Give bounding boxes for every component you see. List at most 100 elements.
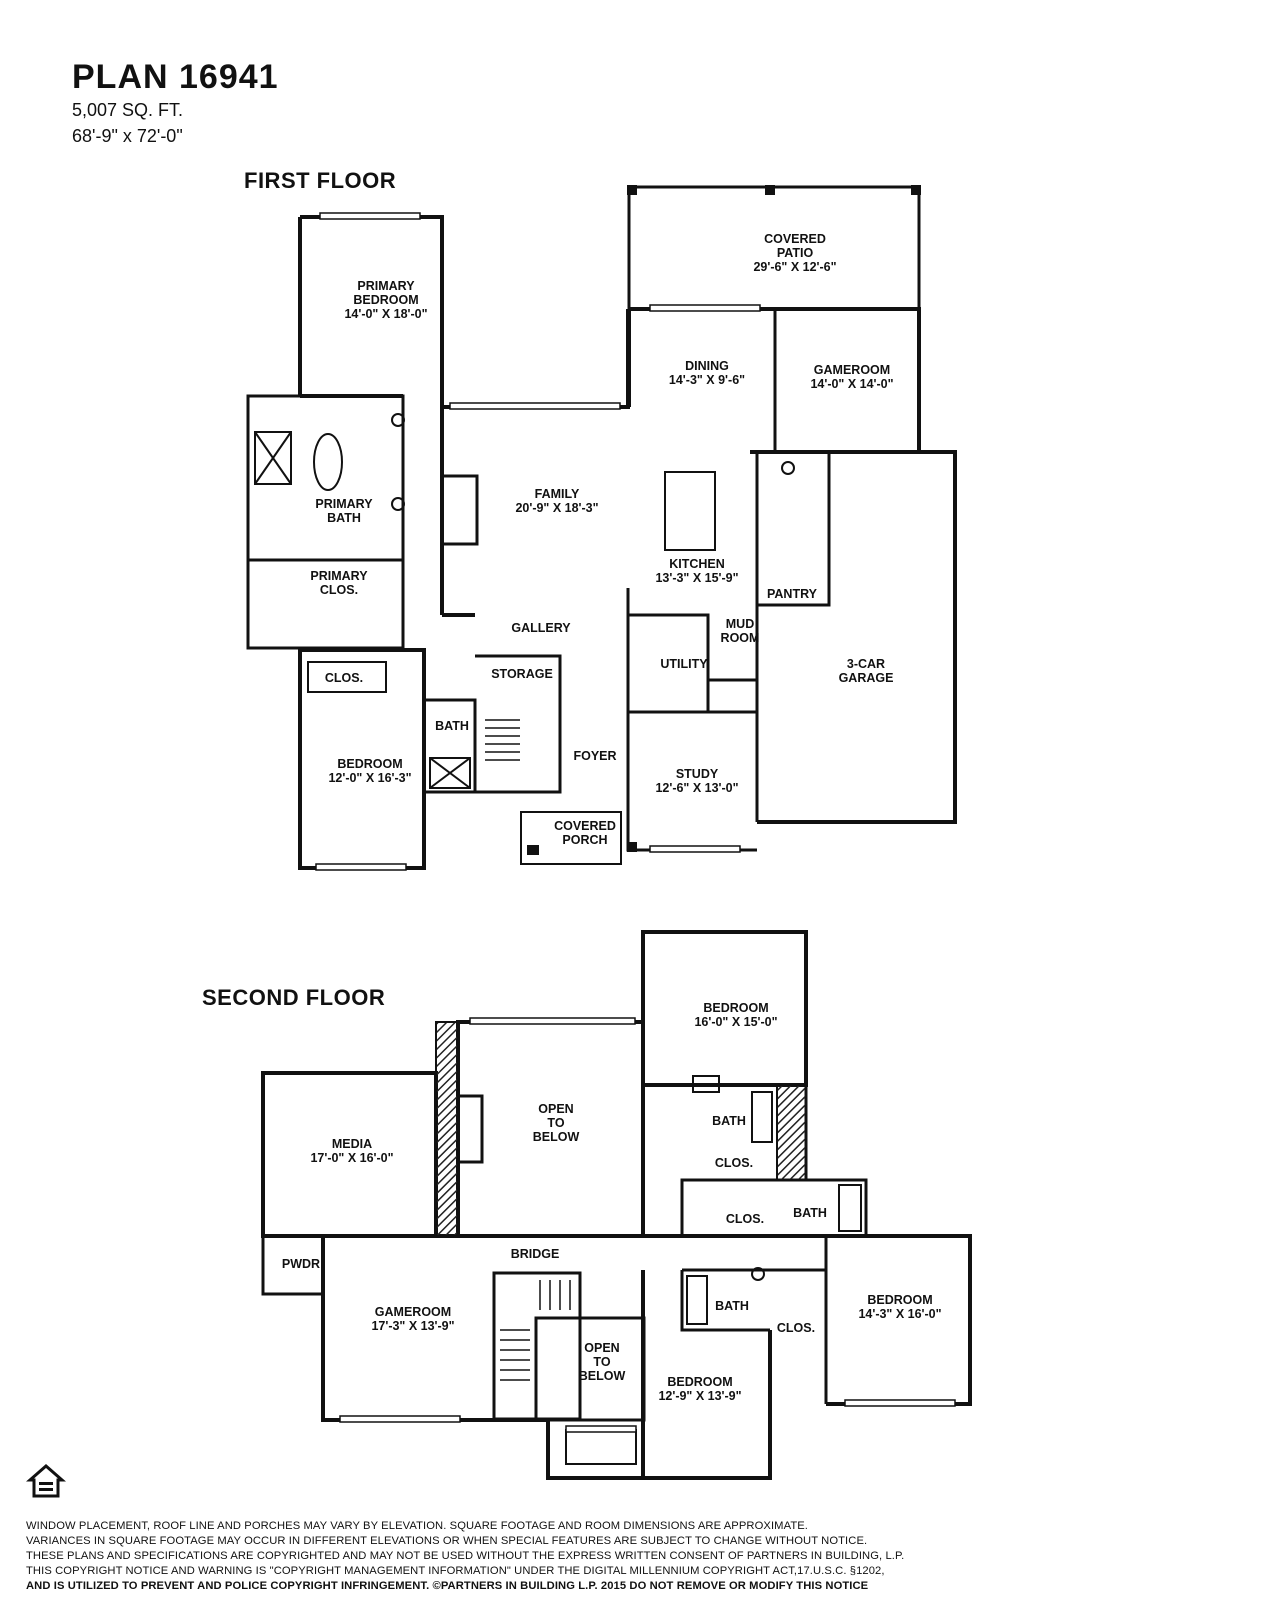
room-label-line: 12'-6" X 13'-0" [655,781,738,795]
room-label-line: PWDR [282,1257,320,1271]
room-label-line: MUD [726,617,754,631]
room-label-line: PANTRY [767,587,818,601]
room-label-line: BATH [712,1114,746,1128]
room-label-line: BEDROOM [353,293,418,307]
room-label-line: STORAGE [491,667,553,681]
room-label-line: BELOW [533,1130,580,1144]
room-label-line: 12'-9" X 13'-9" [658,1389,741,1403]
room-label-line: BEDROOM [337,757,402,771]
room-label-line: CLOS. [777,1321,815,1335]
room-label-line: UTILITY [660,657,708,671]
room-label-line: 14'-3" X 9'-6" [669,373,745,387]
gallery-label: GALLERY [511,621,571,635]
room-label-line: BATH [715,1299,749,1313]
room-label-line: ROOM [721,631,760,645]
clos-4-label: CLOS. [777,1321,815,1335]
room-label-line: STUDY [676,767,719,781]
room-label-line: PRIMARY [357,279,415,293]
primary-bedroom-walls [298,215,444,615]
clos-2-label: CLOS. [715,1156,753,1170]
room-label-line: BEDROOM [703,1001,768,1015]
bridge-label: BRIDGE [511,1247,560,1261]
bath-2-label: BATH [712,1114,746,1128]
room-label-line: 14'-3" X 16'-0" [858,1307,941,1321]
room-label-line: GAMEROOM [814,363,890,377]
first-floor-title: FIRST FLOOR [244,168,397,193]
room-label-line: 29'-6" X 12'-6" [753,260,836,274]
second-floor-title: SECOND FLOOR [202,985,386,1010]
room-label-line: GARAGE [839,671,894,685]
room-label-line: 20'-9" X 18'-3" [515,501,598,515]
room-label-line: CLOS. [325,671,363,685]
clos-label: CLOS. [325,671,363,685]
disclaimer-line-1: WINDOW PLACEMENT, ROOF LINE AND PORCHES … [26,1520,809,1532]
room-label-line: 13'-3" X 15'-9" [655,571,738,585]
room-label-line: KITCHEN [669,557,725,571]
pantry-label: PANTRY [767,587,818,601]
disclaimer-line-5: AND IS UTILIZED TO PREVENT AND POLICE CO… [26,1580,869,1592]
room-label-line: OPEN [538,1102,573,1116]
room-label-line: BELOW [579,1369,626,1383]
plan-dimensions: 68'-9" x 72'-0" [72,126,183,146]
room-label-line: BATH [793,1206,827,1220]
room-label-line: GAMEROOM [375,1305,451,1319]
room-label-line: CLOS. [726,1212,764,1226]
room-label-line: 17'-3" X 13'-9" [371,1319,454,1333]
disclaimer-line-4: THIS COPYRIGHT NOTICE AND WARNING IS "CO… [26,1565,885,1577]
room-label-line: FOYER [573,749,616,763]
room-label-line: 16'-0" X 15'-0" [694,1015,777,1029]
room-label-line: CLOS. [320,583,358,597]
utility-label: UTILITY [660,657,708,671]
room-label-line: COVERED [554,819,616,833]
bath-4-label: BATH [715,1299,749,1313]
room-label-line: PATIO [777,246,814,260]
room-label-line: PRIMARY [315,497,373,511]
plan-title: PLAN 16941 [72,58,279,96]
room-label-line: GALLERY [511,621,571,635]
covered-patio-outline [627,185,921,311]
room-label-line: OPEN [584,1341,619,1355]
disclaimer-line-2: VARIANCES IN SQUARE FOOTAGE MAY OCCUR IN… [26,1535,868,1547]
room-label-line: 3-CAR [847,657,885,671]
room-label-line: MEDIA [332,1137,372,1151]
equal-housing-logo-icon [26,1464,66,1498]
room-label-line: BEDROOM [867,1293,932,1307]
bath-3-label: BATH [793,1206,827,1220]
room-label-line: 12'-0" X 16'-3" [328,771,411,785]
room-label-line: BEDROOM [667,1375,732,1389]
clos-3-label: CLOS. [726,1212,764,1226]
room-label-line: DINING [685,359,729,373]
room-label-line: COVERED [764,232,826,246]
room-label-line: 14'-0" X 18'-0" [344,307,427,321]
pwdr-label: PWDR [282,1257,320,1271]
room-label-line: CLOS. [715,1156,753,1170]
room-label-line: BATH [435,719,469,733]
room-label-line: 14'-0" X 14'-0" [810,377,893,391]
disclaimer-line-3: THESE PLANS AND SPECIFICATIONS ARE COPYR… [26,1550,905,1562]
room-label-line: FAMILY [535,487,580,501]
bath-label: BATH [435,719,469,733]
foyer-label: FOYER [573,749,616,763]
room-label-line: 17'-0" X 16'-0" [310,1151,393,1165]
room-label-line: TO [547,1116,564,1130]
room-label-line: BRIDGE [511,1247,560,1261]
room-label-line: TO [593,1355,610,1369]
room-label-line: PORCH [562,833,607,847]
